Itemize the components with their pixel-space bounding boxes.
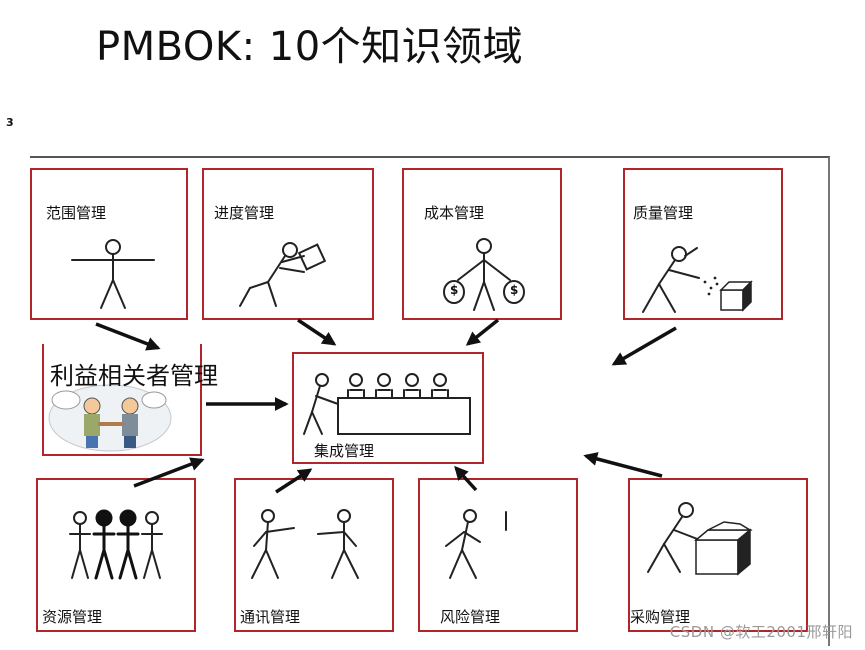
schedule-running-person-icon xyxy=(239,242,327,307)
label-quality-management: 质量管理 xyxy=(633,204,694,222)
label-scope-management: 范围管理 xyxy=(46,204,107,222)
communication-two-people-icon xyxy=(251,509,359,579)
quality-inspecting-person-icon xyxy=(642,246,753,313)
arrow-schedule-to-integration xyxy=(297,318,337,346)
label-communication-management: 通讯管理 xyxy=(240,608,301,626)
risk-walking-person-icon xyxy=(445,509,507,579)
box-integration-management: 集成管理 xyxy=(292,352,484,464)
watermark-text: CSDN @软工2001邢轩阳 xyxy=(669,623,853,641)
cost-bag-right-symbol: $ xyxy=(510,283,519,297)
arrow-procurement-to-integration xyxy=(583,452,663,478)
stakeholder-handshake-icon xyxy=(48,384,172,452)
arrow-quality-to-integration xyxy=(611,326,677,366)
label-schedule-management: 进度管理 xyxy=(214,204,275,222)
arrow-risk-to-integration xyxy=(454,465,478,492)
box-scope-management: 范围管理 xyxy=(30,168,188,320)
procurement-person-box-icon xyxy=(647,502,753,576)
scope-person-icon xyxy=(71,239,155,309)
label-stakeholder-management: 利益相关者管理 xyxy=(50,362,218,390)
arrow-scope-to-stakeholder xyxy=(95,322,161,351)
arrow-cost-to-integration xyxy=(465,318,500,346)
box-schedule-management: 进度管理 xyxy=(202,168,374,320)
box-communication-management: 通讯管理 xyxy=(234,478,394,632)
cost-bag-left-symbol: $ xyxy=(450,283,459,297)
diagram-frame xyxy=(30,156,830,646)
box-procurement-management: 采购管理 xyxy=(628,478,808,632)
box-cost-management: 成本管理 $ $ xyxy=(402,168,562,320)
box-quality-management: 质量管理 xyxy=(623,168,783,320)
integration-team-icon xyxy=(303,373,471,435)
label-cost-management: 成本管理 xyxy=(424,204,485,222)
box-stakeholder-management: 利益相关者管理 xyxy=(42,344,218,456)
slide-number: 3 xyxy=(6,116,14,129)
label-procurement-management: 采购管理 xyxy=(630,608,691,626)
arrow-resource-to-stakeholder xyxy=(133,457,205,488)
label-risk-management: 风险管理 xyxy=(440,608,501,626)
cost-person-moneybags-icon xyxy=(443,238,525,311)
box-risk-management: 风险管理 xyxy=(418,478,578,632)
label-resource-management: 资源管理 xyxy=(42,608,103,626)
label-integration-management: 集成管理 xyxy=(314,442,375,460)
arrow-communication-to-integration xyxy=(275,468,313,494)
page-title: PMBOK: 10个知识领域 xyxy=(96,24,524,70)
resource-group-icon xyxy=(69,509,163,580)
box-resource-management: 资源管理 xyxy=(36,478,196,632)
